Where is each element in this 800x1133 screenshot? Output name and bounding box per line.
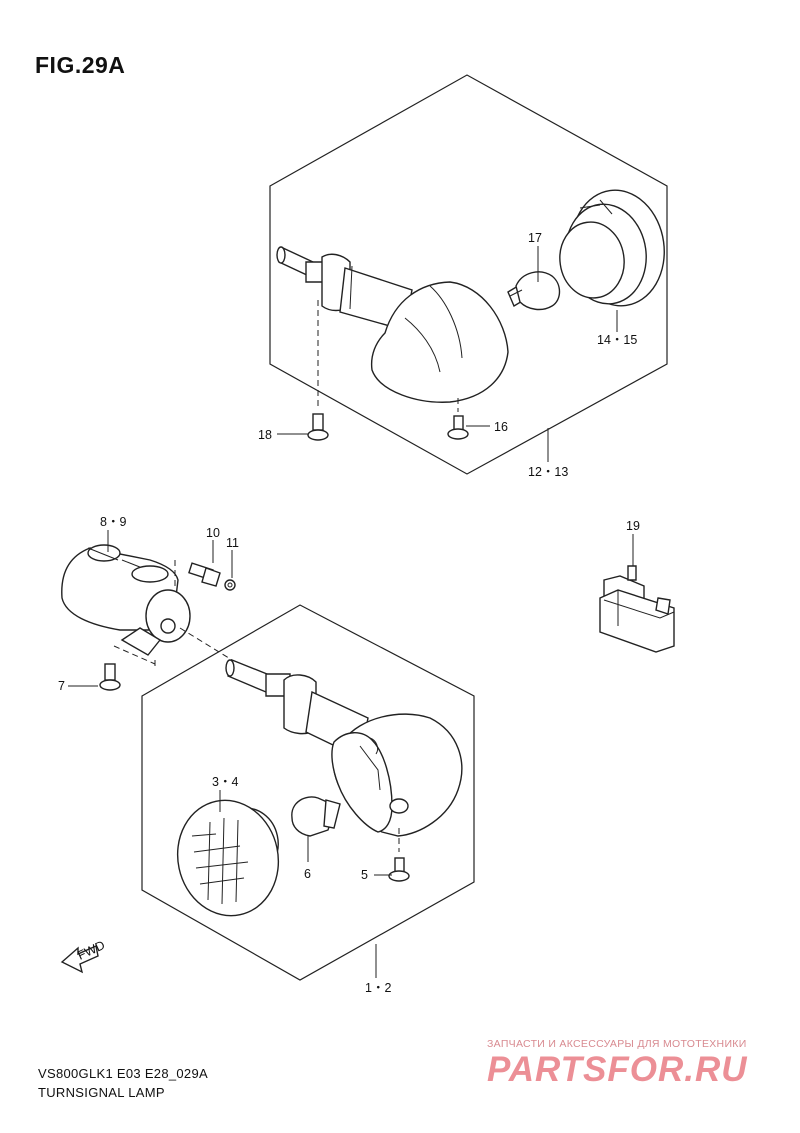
callout-18: 18 (258, 428, 272, 442)
nut-11 (224, 579, 236, 591)
callout-3-4: 3・4 (212, 775, 238, 789)
callout-14-15: 14・15 (597, 333, 637, 347)
callout-6: 6 (304, 867, 311, 881)
screw-16 (447, 415, 469, 440)
forward-direction-arrow: FWD (60, 938, 107, 974)
bracket-8-9 (61, 544, 191, 656)
screw-7 (99, 663, 121, 691)
screw-5 (388, 857, 410, 882)
relay-19 (599, 565, 675, 653)
callout-10: 10 (206, 526, 220, 540)
upper-assembly-outline (269, 74, 668, 475)
callout-5: 5 (361, 868, 368, 882)
watermark-logo: PARTSFOR.RU (487, 1050, 748, 1089)
bulb-17 (507, 271, 561, 311)
callout-17: 17 (528, 231, 542, 245)
lower-lamp-housing (331, 713, 463, 837)
bulb-6 (291, 796, 341, 837)
lower-lamp-stem (225, 659, 369, 760)
callout-1-2: 1・2 (365, 981, 391, 995)
callout-19: 19 (626, 519, 640, 533)
lower-assembly-outline (141, 604, 475, 981)
upper-lamp-housing (370, 281, 509, 403)
model-code: VS800GLK1 E03 E28_029A (38, 1066, 208, 1081)
figure-title: FIG.29A (35, 52, 126, 78)
watermark-tagline: ЗАПЧАСТИ И АКСЕССУАРЫ ДЛЯ МОТОТЕХНИКИ (487, 1038, 747, 1050)
diagram-caption: TURNSIGNAL LAMP (38, 1085, 165, 1100)
callout-7: 7 (58, 679, 65, 693)
lens-14-15 (559, 189, 665, 307)
callout-16: 16 (494, 420, 508, 434)
callout-8-9: 8・9 (100, 515, 126, 529)
lens-3-4 (176, 799, 280, 917)
screw-18 (307, 413, 329, 441)
callout-11: 11 (226, 536, 239, 550)
callout-12-13: 12・13 (528, 465, 568, 479)
bolt-10 (188, 562, 221, 587)
